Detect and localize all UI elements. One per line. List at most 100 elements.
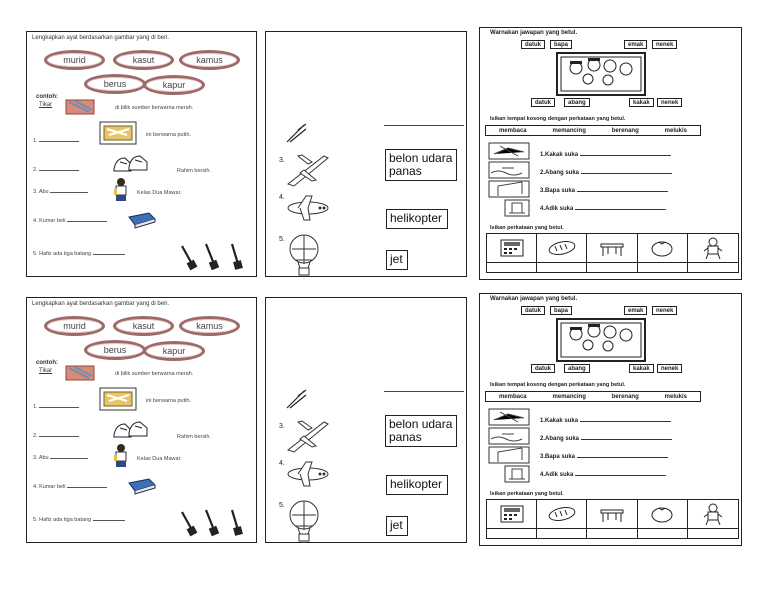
- question-1: 1.: [33, 403, 80, 410]
- mat-picture: [65, 365, 95, 381]
- dictionary-picture: [128, 478, 156, 495]
- label-box-hot-air-balloon: belon udara panas: [385, 149, 457, 181]
- label-box-jet: jet: [386, 516, 408, 536]
- question-2: 2.: [33, 166, 80, 173]
- drawing-picture: [504, 465, 530, 483]
- word-berenang: berenang: [611, 393, 639, 400]
- word-oval-kasut: kasut: [113, 50, 174, 70]
- family-portrait-picture: [556, 318, 646, 362]
- fishing-picture: [488, 446, 530, 464]
- worksheet-match-vehicles: 3. belon udara panas 4. helikopter 5. je…: [265, 297, 467, 543]
- word-label-nenek-2: nenek: [657, 98, 683, 107]
- word-membaca: membaca: [498, 127, 527, 134]
- word-oval-berus: berus: [84, 74, 146, 94]
- tomato-icon: [651, 507, 673, 523]
- worksheet-match-vehicles: 3. belon udara panas 4. helikopter 5. je…: [265, 31, 467, 277]
- question-2-text: Rahim bersih.: [177, 168, 211, 174]
- word-label-kakak: kakak: [629, 98, 654, 107]
- word-label-emak: emak: [624, 306, 648, 315]
- picture-cell: [638, 234, 688, 262]
- reading-picture: [488, 408, 530, 426]
- word-label-datuk: datuk: [521, 306, 546, 315]
- calculator-icon: [500, 239, 524, 257]
- table-icon: [600, 243, 624, 256]
- reading-picture: [488, 142, 530, 160]
- dictionary-picture: [128, 212, 156, 229]
- question-2: 2.: [33, 432, 80, 439]
- label-box-jet: jet: [386, 250, 408, 270]
- picture-cell: [688, 500, 738, 528]
- word-oval-kasut: kasut: [113, 316, 174, 336]
- word-label-abang: abang: [564, 364, 590, 373]
- brushes-picture: [181, 509, 243, 537]
- worksheet-family-hobbies: Warnakan jawapan yang betul. datuk bapa …: [479, 27, 742, 280]
- word-label-datuk-2: datuk: [531, 98, 556, 107]
- pupil-picture: [114, 444, 127, 467]
- brushes-picture: [181, 243, 243, 271]
- word-label-datuk: datuk: [521, 40, 546, 49]
- item-number-3: 3.: [279, 423, 285, 430]
- picture-cell: [638, 500, 688, 528]
- question-1-text: ini berwarna putih.: [146, 398, 191, 404]
- word-oval-murid: murid: [44, 50, 105, 70]
- example-sentence: di bilik sumber berwarna merah.: [115, 371, 194, 377]
- question-3: 3. Abu: [33, 188, 89, 195]
- word-label-emak: emak: [624, 40, 648, 49]
- sentence-1: 1.Kakak suka .: [540, 418, 672, 424]
- instruction-text: Lengkapkan ayat berdasarkan gambar yang …: [32, 35, 170, 41]
- item-number-4: 4.: [279, 194, 285, 201]
- word-membaca: membaca: [498, 393, 527, 400]
- sentence-3: 3.Bapa suka .: [540, 188, 669, 194]
- balloon-picture: [289, 500, 319, 542]
- picture-cell: [587, 500, 638, 528]
- picture-cell: [587, 234, 638, 262]
- question-2-text: Rahim bersih.: [177, 434, 211, 440]
- sentence-4: 4.Adik suka .: [540, 472, 667, 478]
- question-5: 5. Hafiz ada tiga batang: [33, 250, 125, 257]
- word-bank-bar: membaca memancing berenang melukis: [485, 125, 701, 136]
- picture-grid: [486, 499, 739, 529]
- rocket-picture: [286, 389, 307, 409]
- answer-row: [486, 263, 739, 273]
- shoes-picture: [113, 155, 148, 172]
- fishing-picture: [488, 180, 530, 198]
- astronaut-icon: [703, 237, 723, 260]
- picture-cell: [487, 500, 538, 528]
- airplane-picture: [287, 195, 329, 221]
- worksheet-fill-in-sentences: Lengkapkan ayat berdasarkan gambar yang …: [26, 297, 257, 543]
- drawing-picture: [504, 199, 530, 217]
- word-label-datuk-2: datuk: [531, 364, 556, 373]
- instruction-fill-word: Isikan perkataan yang betul.: [490, 225, 564, 231]
- word-label-nenek-2: nenek: [657, 364, 683, 373]
- swimming-picture: [488, 161, 530, 179]
- label-box-hot-air-balloon: belon udara panas: [385, 415, 457, 447]
- word-memancing: memancing: [552, 127, 586, 134]
- rocket-picture: [286, 123, 307, 143]
- picture-cell: [537, 234, 588, 262]
- word-label-bapa: bapa: [550, 306, 573, 315]
- family-portrait-picture: [556, 52, 646, 96]
- word-label-abang: abang: [564, 98, 590, 107]
- answer-row: [486, 529, 739, 539]
- word-oval-kapur: kapur: [143, 75, 205, 95]
- worksheet-row-bottom: Lengkapkan ayat berdasarkan gambar yang …: [0, 266, 768, 554]
- jet-picture: [286, 154, 329, 187]
- picture-cell: [688, 234, 738, 262]
- instruction-fill-word: Isikan perkataan yang betul.: [490, 491, 564, 497]
- question-3-text: Kelas Dua Mawar.: [137, 190, 182, 196]
- question-3-text: Kelas Dua Mawar.: [137, 456, 182, 462]
- label-box-helicopter: helikopter: [386, 209, 448, 229]
- bread-icon: [548, 507, 576, 521]
- example-answer: Tikar: [39, 368, 53, 374]
- item-number-5: 5.: [279, 236, 285, 243]
- balloon-picture: [289, 234, 319, 276]
- chalk-box-picture: [99, 121, 137, 145]
- calculator-icon: [500, 505, 524, 523]
- swimming-picture: [488, 427, 530, 445]
- word-oval-kamus: kamus: [179, 50, 240, 70]
- chalk-box-picture: [99, 387, 137, 411]
- item-number-4: 4.: [279, 460, 285, 467]
- astronaut-icon: [703, 503, 723, 526]
- sentence-4: 4.Adik suka .: [540, 206, 667, 212]
- worksheet-fill-in-sentences: Lengkapkan ayat berdasarkan gambar yang …: [26, 31, 257, 277]
